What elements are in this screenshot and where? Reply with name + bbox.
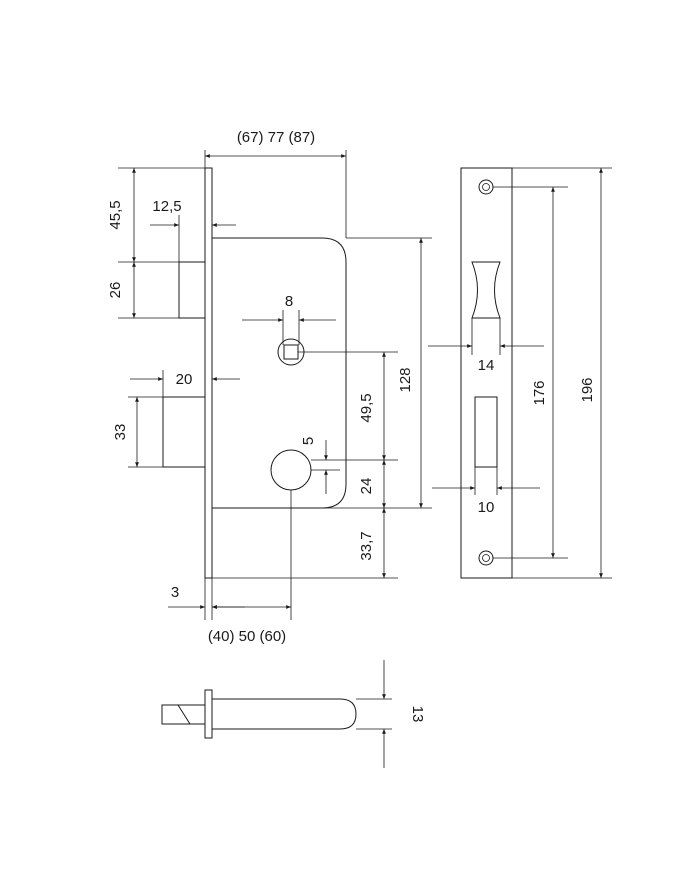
screw-hole-bottom-inner [482,554,490,562]
label-bolt-height: 33 [112,424,129,441]
label-bottom-offset: 33,7 [358,531,375,560]
faceplate-edge [204,167,213,579]
label-faceplate-thickness: 3 [171,584,179,601]
dead-bolt [162,396,206,468]
label-case-width: (67) 77 (87) [237,129,315,146]
lock-case [212,237,347,509]
label-key-offset: 5 [300,437,317,445]
plan-body [212,698,357,730]
label-latch-opening-width: 14 [478,357,495,374]
faceplate-extension-lines [471,167,612,579]
plan-faceplate [204,689,213,739]
label-latch-protrusion: 12,5 [152,198,181,215]
label-key-lower: 24 [358,478,375,495]
label-bolt-protrusion: 20 [176,371,193,388]
screw-hole-top [478,179,494,195]
label-faceplate-height: 196 [579,377,596,402]
label-screw-spacing: 176 [531,380,548,405]
screw-hole-bottom [478,550,494,566]
label-bolt-depth: 13 [409,706,426,723]
label-latch-from-top: 45,5 [107,200,124,229]
spindle-square [283,344,299,360]
keyhole [270,449,312,491]
bolt-opening [474,396,498,468]
label-spindle-size: 8 [285,293,293,310]
label-backset: (40) 50 (60) [208,628,286,645]
faceplate [460,167,513,579]
latch-bolt [178,261,206,319]
label-case-height: 128 [397,367,414,392]
faceplate-dimension-lines [428,168,603,578]
latch-opening [471,261,501,319]
label-bolt-opening-width: 10 [478,499,495,516]
extension-lines [118,150,432,620]
label-latch-height: 26 [107,282,124,299]
dimension-lines [130,154,423,609]
plan-dimension [356,660,392,768]
plan-latch [161,704,206,725]
label-spindle-to-key: 49,5 [358,393,375,422]
screw-hole-top-inner [482,183,490,191]
